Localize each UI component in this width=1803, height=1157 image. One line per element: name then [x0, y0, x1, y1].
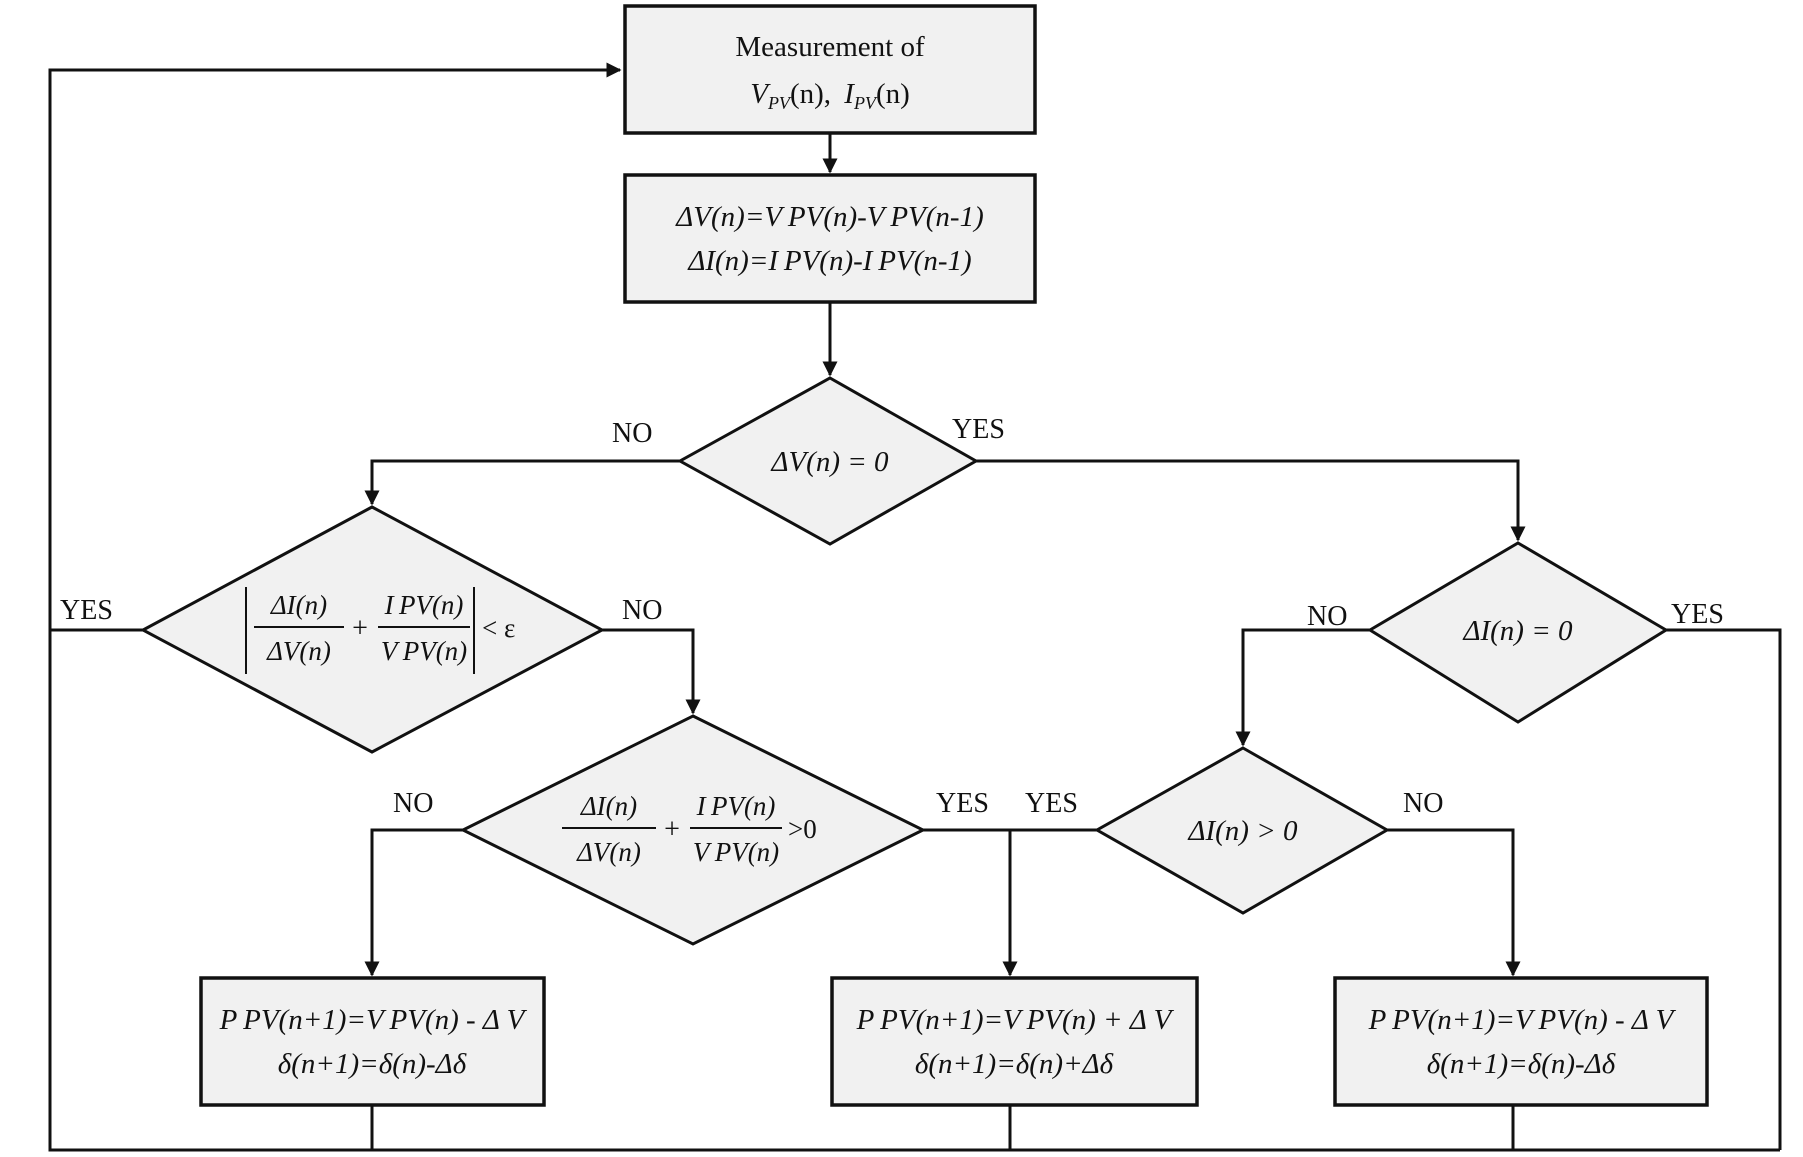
- measure-box: Measurement of VPV(n), IPV(n): [623, 4, 1037, 135]
- svg-text:P PV(n+1)=V PV(n) - Δ V: P PV(n+1)=V PV(n) - Δ V: [219, 1004, 528, 1036]
- svg-text:ΔV(n) = 0: ΔV(n) = 0: [770, 446, 889, 478]
- action-left-box: P PV(n+1)=V PV(n) - Δ V δ(n+1)=δ(n)-Δδ: [199, 976, 546, 1107]
- connectors: [48, 62, 1782, 1152]
- arrow-gt-no: [364, 828, 463, 977]
- label-abs-no: NO: [622, 595, 662, 626]
- line-di0-yes: [1666, 628, 1782, 1150]
- svg-text:ΔI(n) > 0: ΔI(n) > 0: [1187, 815, 1298, 847]
- decision-dv-zero: ΔV(n) = 0: [676, 376, 980, 546]
- svg-text:I PV(n): I PV(n): [384, 590, 464, 620]
- decision-inc-abs: ΔI(n) ΔV(n) + I PV(n) V PV(n) < ε: [139, 505, 606, 754]
- svg-text:ΔV(n): ΔV(n): [576, 837, 641, 867]
- action-mid-box: P PV(n+1)=V PV(n) + Δ V δ(n+1)=δ(n)+Δδ: [830, 976, 1199, 1107]
- label-di0-yes: YES: [1671, 599, 1724, 630]
- svg-text:ΔI(n) = 0: ΔI(n) = 0: [1462, 615, 1573, 647]
- svg-text:V PV(n): V PV(n): [381, 636, 467, 666]
- label-digt-yes: YES: [1025, 788, 1078, 819]
- svg-text:δ(n+1)=δ(n)-Δδ: δ(n+1)=δ(n)-Δδ: [278, 1048, 467, 1080]
- decision-inc-gt: ΔI(n) ΔV(n) + I PV(n) V PV(n) >0: [459, 714, 927, 946]
- arrow-digt-no: [1387, 828, 1521, 977]
- svg-text:P PV(n+1)=V PV(n) - Δ V: P PV(n+1)=V PV(n) - Δ V: [1368, 1004, 1677, 1036]
- svg-text:+: +: [664, 814, 680, 845]
- label-dv-yes: YES: [952, 414, 1005, 445]
- action-right-box: P PV(n+1)=V PV(n) - Δ V δ(n+1)=δ(n)-Δδ: [1333, 976, 1709, 1107]
- delta-i-eq: ΔI(n)=I PV(n)-I PV(n-1): [687, 245, 971, 277]
- label-gt-yes: YES: [936, 788, 989, 819]
- label-gt-no: NO: [393, 788, 433, 819]
- label-abs-yes: YES: [60, 595, 113, 626]
- svg-text:I PV(n): I PV(n): [696, 791, 776, 821]
- label-dv-no: NO: [612, 418, 652, 449]
- svg-text:+: +: [352, 613, 368, 644]
- arrow-di0-no: [1235, 628, 1370, 747]
- delta-calc-box: ΔV(n)=V PV(n)-V PV(n-1) ΔI(n)=I PV(n)-I …: [623, 173, 1037, 304]
- svg-text:< ε: < ε: [482, 613, 515, 643]
- label-digt-no: NO: [1403, 788, 1443, 819]
- loop-back-line: [48, 62, 1780, 1152]
- svg-text:>0: >0: [788, 814, 817, 844]
- label-di0-no: NO: [1307, 601, 1347, 632]
- svg-text:V PV(n): V PV(n): [693, 837, 779, 867]
- svg-text:δ(n+1)=δ(n)+Δδ: δ(n+1)=δ(n)+Δδ: [915, 1048, 1114, 1080]
- svg-text:P PV(n+1)=V PV(n) + Δ V: P PV(n+1)=V PV(n) + Δ V: [856, 1004, 1175, 1036]
- decision-di-zero: ΔI(n) = 0: [1367, 541, 1669, 724]
- delta-v-eq: ΔV(n)=V PV(n)-V PV(n-1): [675, 201, 983, 233]
- svg-text:ΔI(n): ΔI(n): [270, 590, 327, 620]
- arrow-abs-no: [602, 628, 701, 715]
- measure-title: Measurement of: [735, 31, 925, 63]
- svg-text:δ(n+1)=δ(n)-Δδ: δ(n+1)=δ(n)-Δδ: [1427, 1048, 1616, 1080]
- arrow-gt-yes: [923, 828, 1018, 977]
- measure-vars: VPV(n), IPV(n): [750, 78, 910, 113]
- decision-di-gt: ΔI(n) > 0: [1093, 746, 1391, 915]
- arrow-dv-no: [364, 459, 680, 506]
- svg-text:ΔV(n): ΔV(n): [266, 636, 331, 666]
- arrow-dv-yes: [976, 459, 1526, 542]
- svg-text:ΔI(n): ΔI(n): [580, 791, 637, 821]
- edge-labels: NO YES YES NO NO YES NO YES YES NO: [60, 414, 1724, 819]
